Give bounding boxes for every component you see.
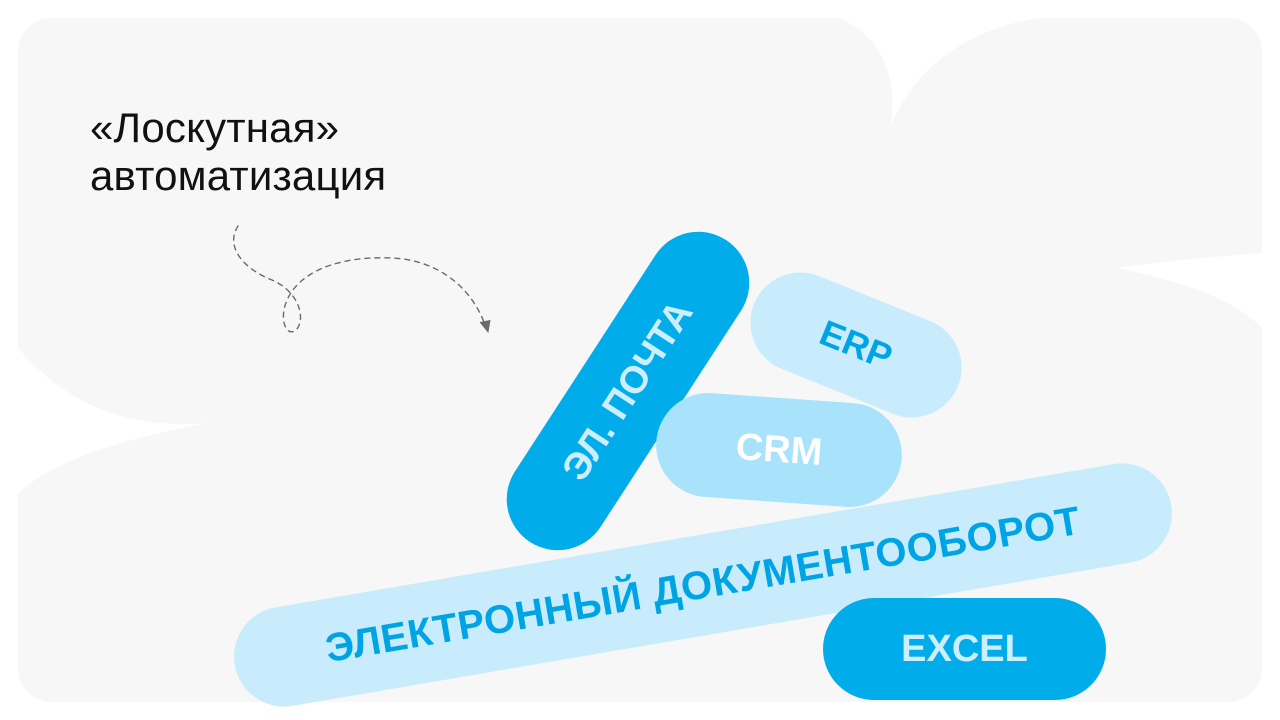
pill-excel-label: EXCEL xyxy=(901,627,1028,670)
title-line-2: автоматизация xyxy=(90,152,387,199)
page-title: «Лоскутная» автоматизация xyxy=(90,104,386,200)
background-blob-shape xyxy=(18,18,1262,493)
pill-excel: EXCEL xyxy=(823,598,1106,700)
title-line-1: «Лоскутная» xyxy=(90,104,340,151)
pill-crm-label: CRM xyxy=(734,425,824,474)
pill-erp-label: ERP xyxy=(814,311,899,378)
pill-crm: CRM xyxy=(652,389,906,511)
